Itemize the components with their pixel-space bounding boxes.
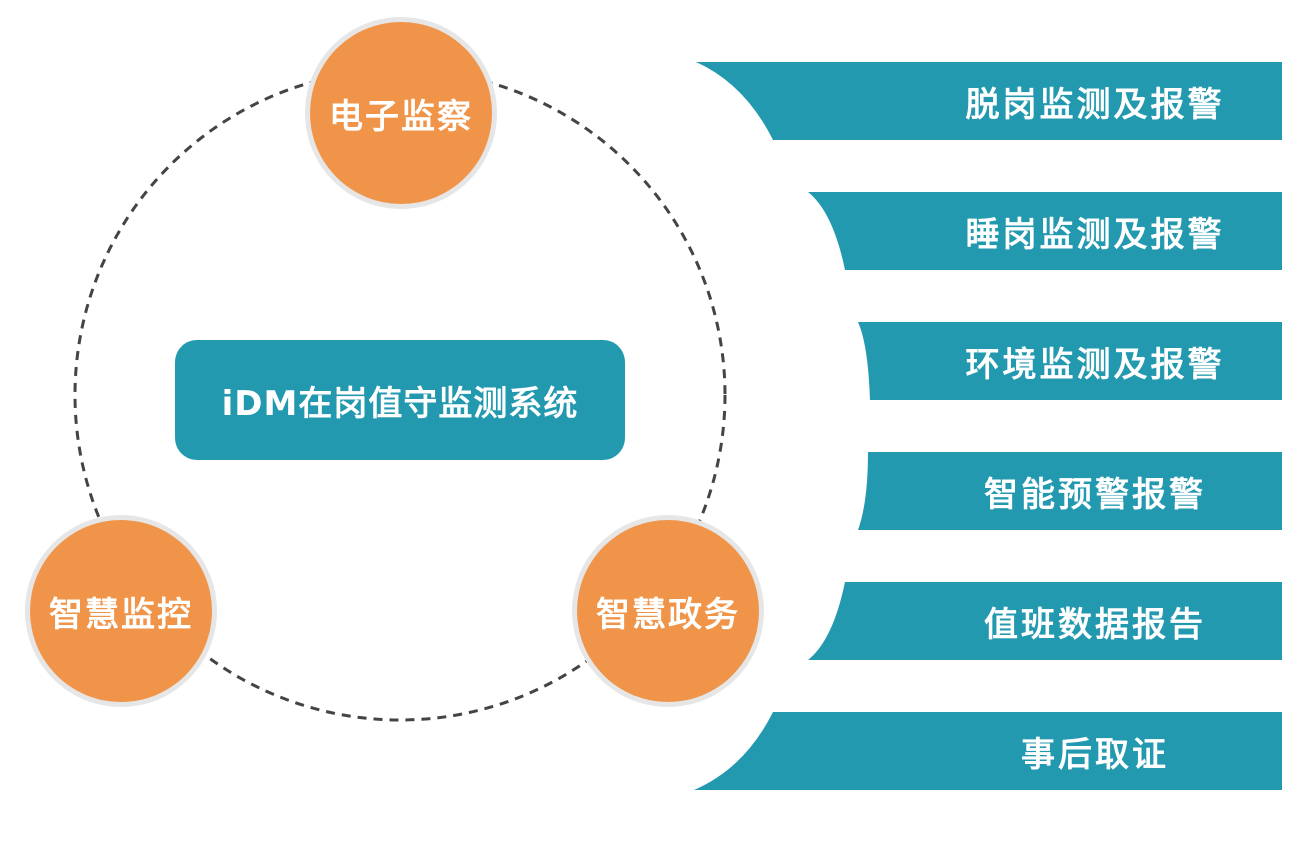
feature-label: 睡岗监测及报警 <box>965 214 1225 255</box>
node-label: 电子监察 <box>329 96 473 137</box>
node-label: 智慧监控 <box>49 594 193 635</box>
feature-banner-evidence: 事后取证 <box>690 712 1282 790</box>
feature-label: 脱岗监测及报警 <box>965 84 1225 125</box>
node-electronic-supervision: 电子监察 <box>310 22 492 204</box>
feature-banner-off-duty: 脱岗监测及报警 <box>690 62 1282 140</box>
banner-shape <box>858 452 1282 530</box>
feature-banner-environment: 环境监测及报警 <box>690 322 1282 400</box>
feature-label: 值班数据报告 <box>984 604 1206 645</box>
feature-banner-sleeping: 睡岗监测及报警 <box>690 192 1282 270</box>
feature-banner-duty-report: 值班数据报告 <box>690 582 1282 660</box>
feature-label: 智能预警报警 <box>984 474 1206 515</box>
system-title-box: iDM在岗值守监测系统 <box>175 340 625 460</box>
node-label: 智慧政务 <box>596 594 740 635</box>
node-smart-government: 智慧政务 <box>577 520 759 702</box>
banner-shape <box>694 712 1282 790</box>
feature-banner-smart-warning: 智能预警报警 <box>690 452 1282 530</box>
banner-shape <box>858 322 1282 400</box>
dashed-cycle-ring <box>73 68 727 722</box>
node-smart-monitoring: 智慧监控 <box>30 520 212 702</box>
feature-label: 环境监测及报警 <box>965 344 1225 385</box>
banner-shape <box>696 62 1282 140</box>
banner-shape <box>808 192 1282 270</box>
feature-label: 事后取证 <box>1021 734 1169 775</box>
banner-shape <box>808 582 1282 660</box>
system-title: iDM在岗值守监测系统 <box>221 383 579 424</box>
